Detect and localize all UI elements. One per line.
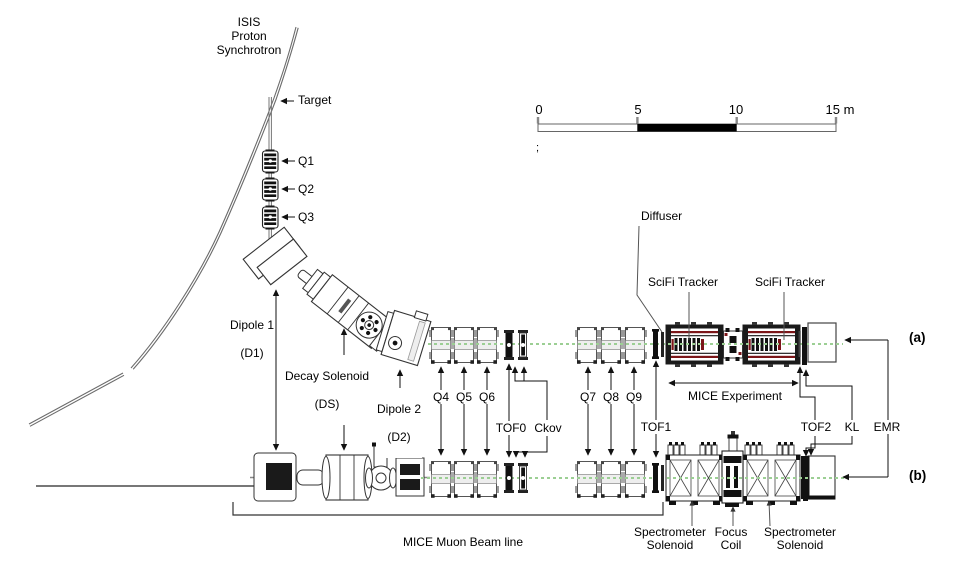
dipole1-abbr: (D1) xyxy=(240,346,264,360)
diffuser-bar-a xyxy=(661,332,664,357)
q3-label: Q3 xyxy=(298,210,315,224)
ckov-label: Ckov xyxy=(533,421,563,435)
diffuser-bar-b xyxy=(661,465,664,491)
dipole2-abbr: (D2) xyxy=(387,430,411,444)
view-b-label: (b) xyxy=(909,468,927,483)
q9-label: Q9 xyxy=(624,390,644,404)
tof0-ckov-b xyxy=(503,462,529,494)
tof0-label: TOF0 xyxy=(494,421,528,435)
quad-q5-b xyxy=(451,461,477,499)
q4-label: Q4 xyxy=(431,390,451,404)
quad-q6-a xyxy=(474,327,500,365)
scale-tick-15m: 15 m xyxy=(825,102,855,117)
tof1-b xyxy=(652,463,659,493)
scale-tick-5: 5 xyxy=(634,102,642,117)
isis-synchrotron-arc xyxy=(28,26,299,427)
tof1-label: TOF1 xyxy=(639,420,673,434)
tof2-kl-bar-b xyxy=(801,456,807,499)
quad-q1-graphic xyxy=(261,148,279,175)
decay-solenoid-label: Decay Solenoid (DS) xyxy=(283,355,371,425)
quad-q4-b xyxy=(428,461,454,499)
mice-experiment-label: MICE Experiment xyxy=(687,389,783,403)
scale-bar xyxy=(536,117,838,132)
dipole1-graphic xyxy=(242,226,308,286)
tof0-ckov-a xyxy=(503,329,529,361)
emr-label: EMR xyxy=(872,420,902,434)
quad-q2-graphic xyxy=(261,176,279,203)
focus-coil-label: Focus Coil xyxy=(714,525,748,552)
q8-label: Q8 xyxy=(601,390,621,404)
scale-tick-0: 0 xyxy=(535,102,543,117)
quad-q8-b xyxy=(598,461,624,499)
tof2-a xyxy=(798,331,801,357)
q1-label: Q1 xyxy=(298,154,315,168)
focus-coil-a xyxy=(723,328,743,361)
scifi-tracker1-label: SciFi Tracker xyxy=(647,275,719,289)
quad-q9-b xyxy=(622,461,648,499)
spectrometer-solenoid2-b xyxy=(742,441,801,506)
q7-label: Q7 xyxy=(578,390,598,404)
quad-q9-a xyxy=(622,327,648,365)
q5-label: Q5 xyxy=(454,390,474,404)
decay-solenoid-abbr: (DS) xyxy=(314,397,340,411)
focus-coil-b xyxy=(721,431,744,507)
quad-q5-a xyxy=(451,327,477,365)
isis-synchrotron-label: ISIS Proton Synchrotron xyxy=(216,15,282,57)
quad-q3-graphic xyxy=(261,204,279,231)
scifi-tracker2-label: SciFi Tracker xyxy=(754,275,826,289)
pointer-lines xyxy=(636,225,785,527)
scale-tick-10: 10 xyxy=(728,102,744,117)
quad-q6-b xyxy=(474,461,500,499)
beam-axis-lines xyxy=(421,343,845,479)
view-a-label: (a) xyxy=(909,330,926,345)
beamline-bracket xyxy=(232,502,664,516)
quad-q4-a xyxy=(428,327,454,365)
emr-a xyxy=(807,322,837,363)
dipole2-label: Dipole 2 (D2) xyxy=(375,388,423,458)
ds-side-view xyxy=(321,454,373,501)
tof2-label: TOF2 xyxy=(799,420,833,434)
annotation-arrows xyxy=(272,97,889,481)
d2-side-view xyxy=(395,457,425,497)
spectrometer-solenoid1-label: Spectrometer Solenoid xyxy=(633,525,707,552)
dipole1-name: Dipole 1 xyxy=(229,318,275,332)
quad-q7-b xyxy=(574,461,600,499)
dipole2-name: Dipole 2 xyxy=(376,402,422,416)
q6-label: Q6 xyxy=(477,390,497,404)
diffuser-label: Diffuser xyxy=(641,209,683,223)
spectrometer-solenoid2-label: Spectrometer Solenoid xyxy=(763,525,837,552)
spectrometer-solenoid1-b xyxy=(665,441,724,506)
q2-label: Q2 xyxy=(298,182,315,196)
target-label: Target xyxy=(298,93,332,107)
dipole2-graphic xyxy=(375,309,432,367)
beam-transport-lines xyxy=(36,97,430,487)
quad-q8-a xyxy=(598,327,624,365)
dipole1-label: Dipole 1 (D1) xyxy=(229,304,275,374)
decay-solenoid-name: Decay Solenoid xyxy=(284,369,370,383)
kl-a xyxy=(802,327,807,365)
d1-side-view xyxy=(253,452,325,502)
kl-label: KL xyxy=(843,420,861,434)
quad-q7-a xyxy=(574,327,600,365)
beamline-caption: MICE Muon Beam line xyxy=(402,535,524,549)
stray-mark: ; xyxy=(536,142,540,154)
tof1-a xyxy=(652,329,659,359)
